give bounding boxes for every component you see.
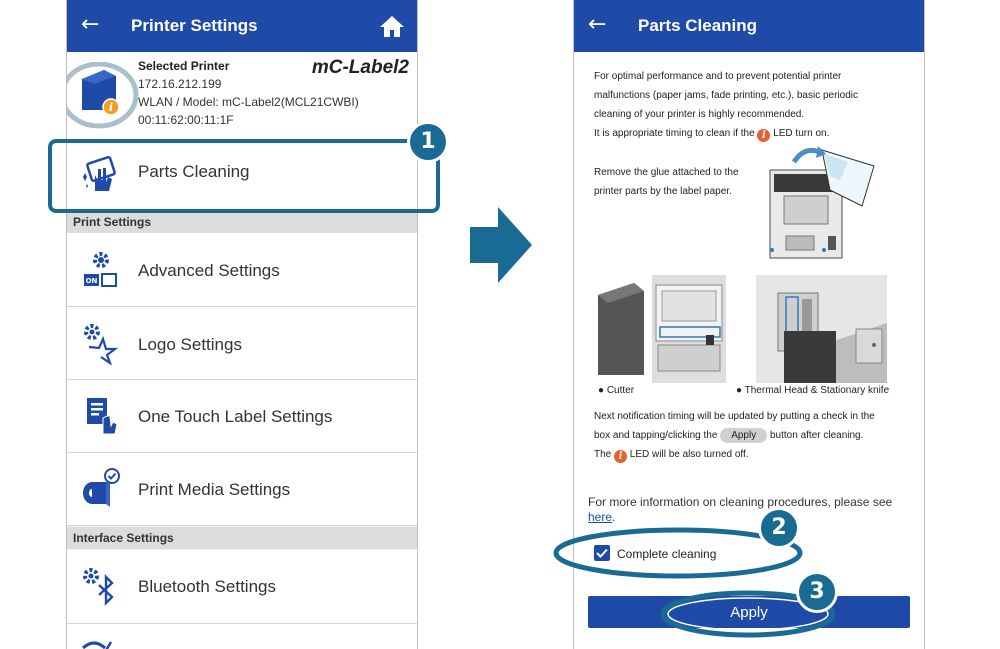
intro-led-after: LED turn on. <box>773 128 830 139</box>
menu-item-label: Bluetooth Settings <box>138 577 276 596</box>
cutter-label: ● Cutter <box>598 385 635 396</box>
svg-text:i: i <box>109 101 113 114</box>
section-label: Interface Settings <box>73 531 174 545</box>
printer-model: WLAN / Model: mC-Label2(MCL21CWBI) <box>138 95 359 109</box>
svg-text:ON: ON <box>86 277 98 285</box>
apply-pill-inline: Apply <box>720 428 768 443</box>
thermal-head-label: ● Thermal Head & Stationary knife <box>736 385 890 396</box>
label-touch-icon <box>87 398 118 435</box>
menu-item-label: One Touch Label Settings <box>138 407 333 426</box>
printer-settings-screen: ← Printer Settings Selected Printer 172.… <box>66 0 418 649</box>
intro-line: malfunctions (paper jams, fade printing,… <box>594 90 859 101</box>
gear-bluetooth-icon <box>83 568 114 606</box>
intro-line: cleaning of your printer is highly recom… <box>594 109 805 120</box>
step-badge-1: 1 <box>407 121 449 163</box>
highlight-frame-parts-cleaning <box>48 139 440 213</box>
notify-after-pill: button after cleaning. <box>770 430 864 441</box>
app-bar: ← Printer Settings <box>67 0 417 52</box>
notify-before-pill: box and tapping/clicking the <box>594 430 718 441</box>
complete-cleaning-label[interactable]: Complete cleaning <box>617 547 717 561</box>
menu-item-parts-cleaning[interactable]: Parts Cleaning <box>67 140 417 211</box>
menu-item-label: Parts Cleaning <box>138 162 250 181</box>
page-title: Printer Settings <box>131 16 258 35</box>
brand-logo: mC-Label2 <box>311 57 409 78</box>
thermal-head-illustration <box>756 275 887 383</box>
hand-wipe-icon <box>83 156 116 191</box>
led-off-after: LED will be also turned off. <box>629 449 749 460</box>
step-badge-2: 2 <box>758 507 800 549</box>
media-roll-icon <box>83 468 120 507</box>
link-period: . <box>612 510 616 524</box>
annotation-ovals <box>553 527 836 638</box>
glue-text: Remove the glue attached to the printer … <box>594 163 739 201</box>
notify-line: Next notification timing will be updated… <box>594 411 875 422</box>
printer-illustration-glue <box>769 146 875 259</box>
printer-mac: 00:11:62:00:11:1F <box>138 113 234 127</box>
back-arrow-icon[interactable]: ← <box>588 12 607 37</box>
apply-button[interactable]: Apply <box>588 596 910 628</box>
gear-on-toggle-icon: ON <box>84 252 117 287</box>
wifi-icon <box>81 641 113 649</box>
arrow-right-icon <box>470 207 532 283</box>
menu-item-label: Advanced Settings <box>138 261 280 280</box>
led-info-icon: i <box>757 129 771 142</box>
intro-line: For optimal performance and to prevent p… <box>594 71 842 82</box>
glue-line: Remove the glue attached to the <box>594 167 739 178</box>
glue-line: printer parts by the label paper. <box>594 186 732 197</box>
menu-item-print-media[interactable]: Print Media Settings <box>67 453 417 526</box>
menu-item-one-touch-label[interactable]: One Touch Label Settings <box>67 380 417 453</box>
checkmark-icon <box>596 548 608 558</box>
menu-item-label: Print Media Settings <box>138 480 291 499</box>
selected-printer-panel: Selected Printer 172.16.212.199 WLAN / M… <box>67 52 417 140</box>
section-label: Print Settings <box>73 215 152 229</box>
page-title: Parts Cleaning <box>638 16 758 35</box>
home-icon[interactable] <box>379 14 405 38</box>
led-info-icon: i <box>614 450 628 463</box>
notify-line-2: box and tapping/clicking the Apply butto… <box>594 426 875 445</box>
gear-star-icon <box>84 324 119 365</box>
intro-led-line: It is appropriate timing to clean if the… <box>594 124 858 143</box>
menu-item-bluetooth[interactable]: Bluetooth Settings <box>67 550 417 624</box>
intro-led-before: It is appropriate timing to clean if the <box>594 128 755 139</box>
menu-item-advanced-settings[interactable]: ON Advanced Settings <box>67 233 417 307</box>
led-off-before: The <box>594 449 612 460</box>
menu-item-logo-settings[interactable]: Logo Settings <box>67 307 417 380</box>
back-arrow-icon[interactable]: ← <box>81 12 100 37</box>
here-link[interactable]: here <box>588 510 613 524</box>
led-off-line: The i LED will be also turned off. <box>594 445 875 464</box>
selected-printer-heading: Selected Printer <box>138 59 230 73</box>
section-header-interface: Interface Settings <box>67 527 417 549</box>
more-info-text: For more information on cleaning procedu… <box>588 495 892 525</box>
section-header-print: Print Settings <box>67 211 417 233</box>
menu-item-wifi-partial[interactable] <box>67 624 417 649</box>
step-badge-3: 3 <box>796 571 838 613</box>
app-bar: ← Parts Cleaning <box>574 0 924 52</box>
parts-cleaning-screen: ← Parts Cleaning For optimal performance… <box>573 0 925 649</box>
printer-status-icon: i <box>67 62 139 129</box>
menu-item-label: Logo Settings <box>138 335 242 354</box>
cutter-illustration <box>598 275 726 383</box>
notify-text: Next notification timing will be updated… <box>594 407 875 464</box>
intro-text: For optimal performance and to prevent p… <box>594 67 858 143</box>
printer-ip: 172.16.212.199 <box>138 77 222 91</box>
complete-cleaning-checkbox[interactable] <box>594 545 610 561</box>
more-info-line: For more information on cleaning procedu… <box>588 495 893 509</box>
